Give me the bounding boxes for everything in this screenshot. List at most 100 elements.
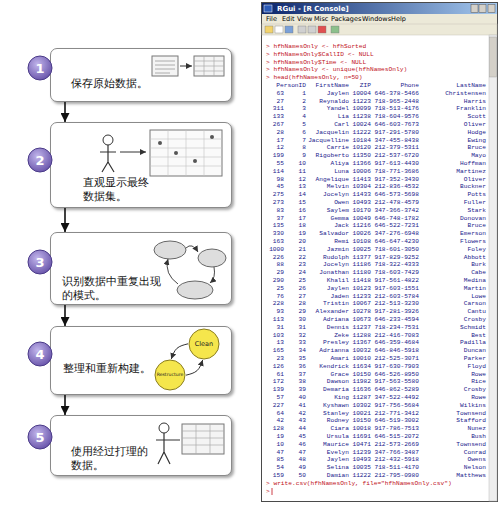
table-cell: Carl <box>334 121 349 128</box>
table-cell: 646-515-2072 <box>374 433 419 440</box>
menu-item: File <box>266 16 277 23</box>
data-point <box>158 141 162 145</box>
table-cell: Wilkins <box>460 402 486 409</box>
step-number: 3 <box>27 249 53 275</box>
table-cell: 212-795-0980 <box>374 472 419 479</box>
table-cell: 46 <box>299 441 306 448</box>
table-cell: Crosby <box>464 316 486 323</box>
table-cell: 11366 <box>352 160 371 167</box>
table-cell: Schmidt <box>460 324 486 331</box>
row-name: 199 <box>273 152 284 159</box>
table-cell: 10021 <box>352 410 371 417</box>
table-cell: 10302 <box>352 402 371 409</box>
table-cell: 5 <box>302 121 306 128</box>
table-cell: 10006 <box>352 168 371 175</box>
table-cell: 10120 <box>352 144 371 151</box>
table-cell: 11237 <box>352 324 371 331</box>
row-name: 10 <box>277 441 284 448</box>
table-cell: Martinez <box>456 168 486 175</box>
table-cell: 28 <box>299 300 306 307</box>
row-name: 226 <box>273 254 284 261</box>
table-cell: 347-522-4492 <box>374 394 419 401</box>
table-cell: Floyd <box>467 363 486 370</box>
table-cell: 4 <box>302 113 306 120</box>
table-cell: 718-234-7531 <box>374 324 419 331</box>
table-cell: Flowers <box>460 238 486 245</box>
table-cell: 646-522-7231 <box>374 222 419 229</box>
row-name: 159 <box>273 472 284 479</box>
table-cell: 33 <box>299 339 306 346</box>
table-cell: Kendrick <box>319 363 349 370</box>
table-cell: 6 <box>302 129 306 136</box>
table-cell: Jack <box>334 222 349 229</box>
table-cell: 27 <box>299 293 306 300</box>
window-icon <box>264 5 272 12</box>
table-cell: Alexander <box>316 308 349 315</box>
table-cell: Matthews <box>456 472 486 479</box>
table-cell: Crosby <box>464 386 486 393</box>
tool-bar <box>262 24 497 35</box>
table-cell: 646-573-5698 <box>374 191 419 198</box>
copy-arrow <box>180 66 192 67</box>
window-frame <box>262 3 498 502</box>
table-cell: 11433 <box>352 191 371 198</box>
row-name: 13 <box>277 339 284 346</box>
person-body <box>100 145 116 172</box>
table-cell: Parker <box>464 355 486 362</box>
clean-table <box>182 424 224 454</box>
table-cell: Zeke <box>334 332 349 339</box>
cycle-arrow <box>186 360 203 375</box>
table-cell: 718-513-4176 <box>374 105 419 112</box>
table-cell: 50 <box>299 472 306 479</box>
row-name: 61 <box>277 371 284 378</box>
table-cell: Medina <box>464 277 486 284</box>
table-cell: Rodney <box>327 417 349 424</box>
console-command: > <box>266 488 270 495</box>
row-name: 63 <box>277 90 284 97</box>
step-number-circle: 1 <box>27 55 53 81</box>
table-cell: 10025 <box>352 246 371 253</box>
table-cell: Nunez <box>467 425 486 432</box>
table-cell: Yandel <box>327 105 349 112</box>
table-cell: 24 <box>299 269 306 276</box>
table-cell: Oliver <box>464 176 486 183</box>
row-name: 273 <box>273 199 284 206</box>
table-cell: 42 <box>299 410 306 417</box>
table-cell: 10004 <box>352 90 371 97</box>
step-box: 直观显示最终数据集。 <box>50 122 232 208</box>
table-cell: 2 <box>302 98 306 105</box>
table-cell: 917-829-9252 <box>374 254 419 261</box>
pattern-arrow <box>167 259 178 284</box>
row-name: 17 <box>277 137 284 144</box>
person-head <box>103 135 113 145</box>
table-cell: 718-604-9576 <box>374 113 419 120</box>
table-cell: Stanley <box>323 410 349 417</box>
row-name: 1000 <box>269 246 284 253</box>
table-cell: 917-603-1551 <box>374 285 419 292</box>
menu-item: Misc <box>314 16 328 23</box>
menu-item: View <box>297 16 312 23</box>
tool-icon <box>331 26 339 33</box>
table-cell: 11238 <box>352 113 371 120</box>
table-cell: 44 <box>299 425 306 432</box>
table-header: FirstName <box>316 82 349 89</box>
table-cell: Maurice <box>323 441 349 448</box>
table-cell: Townsend <box>456 410 486 417</box>
table-cell: 718-771-3686 <box>374 168 419 175</box>
table-cell: Jaylen <box>327 90 349 97</box>
table-cell: Lia <box>338 113 349 120</box>
row-name: 93 <box>277 308 284 315</box>
table-cell: 10304 <box>352 183 371 190</box>
step-number-circle: 3 <box>27 249 53 275</box>
table-cell: 10123 <box>352 285 371 292</box>
step-number: 2 <box>27 147 53 173</box>
table-cell: Carrie <box>327 144 349 151</box>
table-cell: Damian <box>327 472 349 479</box>
step-label: 直观显示最终数据集。 <box>83 176 153 204</box>
table-cell: Owens <box>467 456 486 463</box>
table-cell: 646-519-3002 <box>374 417 419 424</box>
table-cell: Saylem <box>327 207 349 214</box>
console-command: > write.csv(hfhNamesOnly, file="hfhNames… <box>266 480 452 487</box>
table-cell: 212-416-7083 <box>374 332 419 339</box>
table-cell: 10032 <box>352 347 371 354</box>
